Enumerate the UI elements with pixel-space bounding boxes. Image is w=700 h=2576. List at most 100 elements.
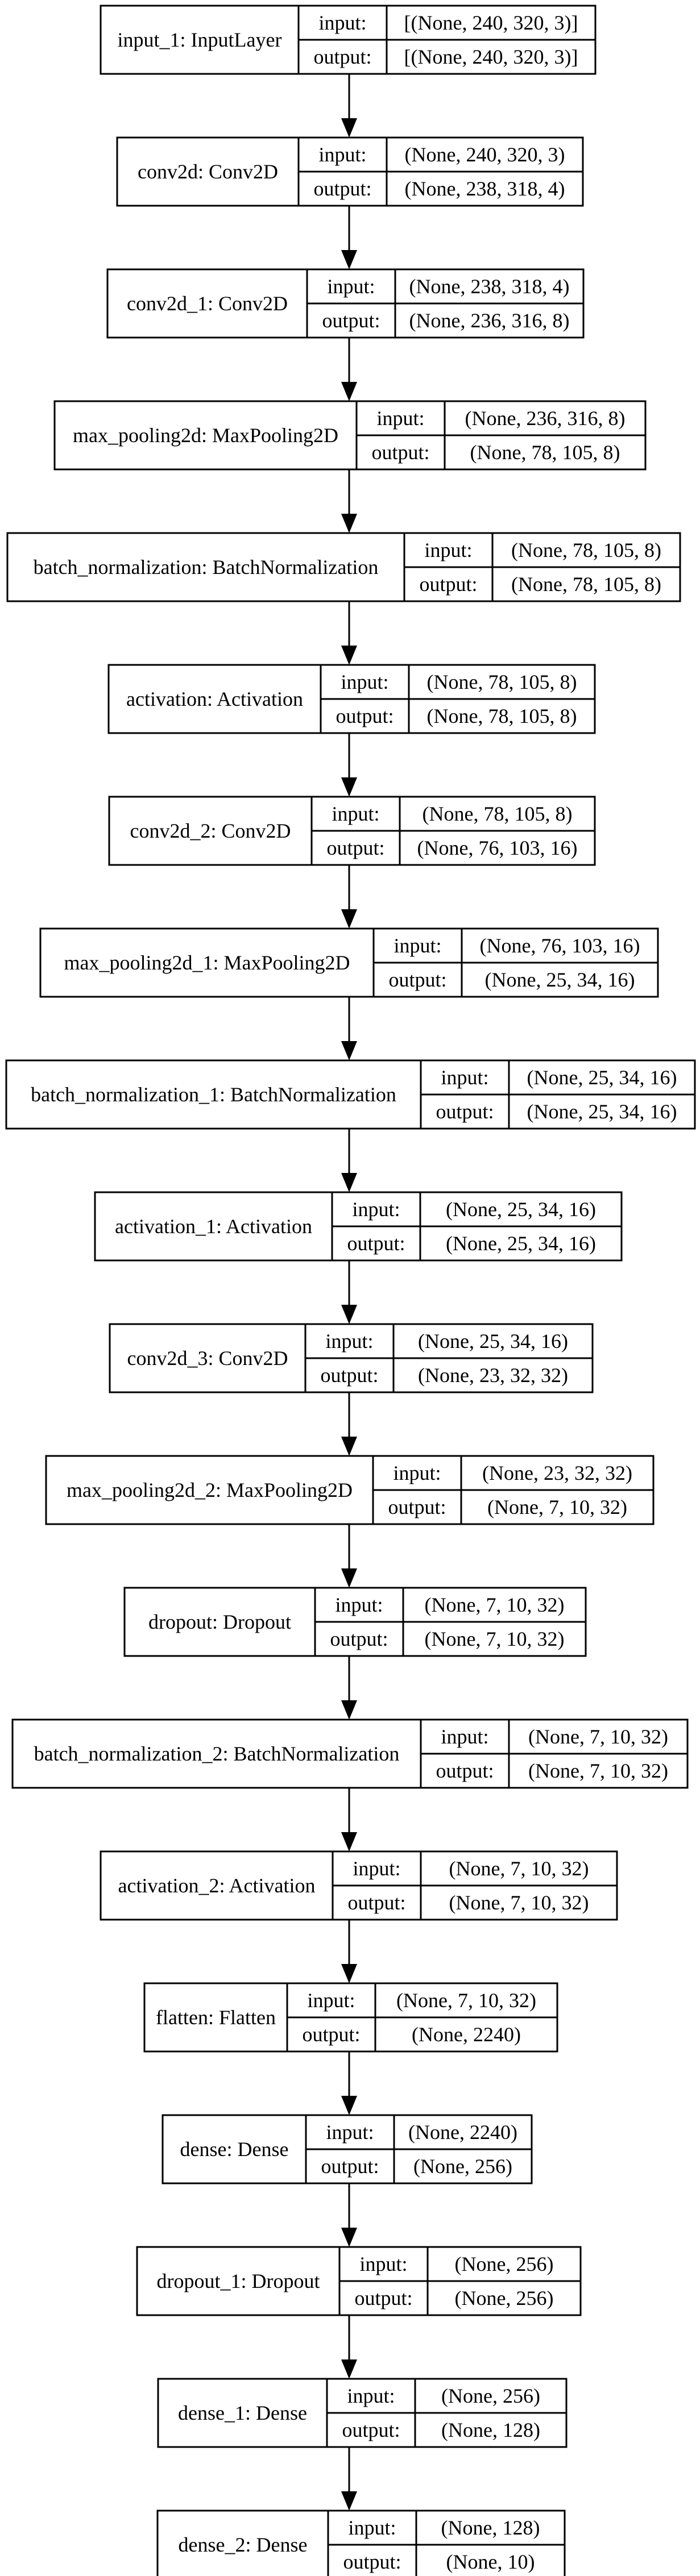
layer-node-batch-normalization: batch_normalization: BatchNormalization i… [6, 532, 681, 602]
arrowhead-icon [341, 382, 357, 401]
layer-label: batch_normalization_1: BatchNormalizatio… [31, 1083, 396, 1106]
layer-node-conv2d-2: conv2d_2: Conv2D input: output: (None, 78, … [108, 796, 596, 866]
output-shape: (None, 7, 10, 32) [449, 1891, 589, 1914]
layer-node-batch-normalization-2: batch_normalization_2: BatchNormalizatio… [11, 1718, 689, 1789]
arrowhead-icon [341, 1700, 357, 1720]
input-port-label: input: [359, 2253, 407, 2275]
input-shape: (None, 256) [441, 2384, 540, 2407]
layer-label: conv2d_2: Conv2D [130, 819, 291, 842]
output-shape: (None, 10) [446, 2550, 535, 2573]
output-shape: (None, 7, 10, 32) [425, 1628, 565, 1650]
input-port-label: input: [332, 802, 379, 825]
input-shape: (None, 25, 34, 16) [418, 1330, 568, 1352]
input-port-label: input: [441, 1066, 488, 1089]
arrowhead-icon [341, 1832, 357, 1851]
input-port-label: input: [307, 1989, 355, 2012]
output-port-label: output: [347, 1891, 405, 1914]
layer-label: activation: Activation [126, 688, 303, 710]
arrowhead-icon [341, 514, 357, 533]
output-port-label: output: [320, 1364, 378, 1387]
arrowhead-icon [341, 777, 357, 797]
layer-label: activation_2: Activation [118, 1874, 316, 1897]
output-shape: [(None, 240, 320, 3)] [404, 45, 578, 68]
layer-node-activation-2: activation_2: Activationinput:output:(No… [100, 1850, 618, 1921]
output-port-label: output: [388, 1496, 446, 1518]
layer-label: activation_1: Activation [115, 1215, 312, 1238]
input-port-label: input: [348, 2516, 396, 2539]
output-port-label: output: [436, 1759, 494, 1782]
input-port-label: input: [318, 11, 366, 34]
output-port-label: output: [388, 968, 446, 991]
arrowhead-icon [341, 2096, 357, 2115]
input-shape: (None, 25, 34, 16) [446, 1198, 596, 1221]
input-port-label: input: [318, 143, 366, 166]
input-port-label: input: [347, 2384, 395, 2407]
input-shape: (None, 76, 103, 16) [480, 934, 640, 957]
input-shape: (None, 78, 105, 8) [423, 802, 573, 825]
output-port-label: output: [335, 705, 394, 727]
output-shape: (None, 236, 316, 8) [409, 309, 570, 332]
arrowhead-icon [341, 1173, 357, 1192]
input-shape: (None, 2240) [408, 2121, 517, 2144]
input-shape: (None, 25, 34, 16) [527, 1066, 677, 1089]
input-port-label: input: [393, 1462, 441, 1484]
output-shape: (None, 7, 10, 32) [487, 1496, 627, 1518]
input-shape: (None, 7, 10, 32) [528, 1725, 668, 1748]
input-shape: (None, 128) [441, 2516, 540, 2539]
input-shape: [(None, 240, 320, 3)] [404, 11, 578, 34]
output-port-label: output: [313, 45, 371, 68]
output-port-label: output: [326, 837, 384, 859]
input-port-label: input: [327, 275, 375, 298]
layer-label: dropout: Dropout [148, 1610, 291, 1633]
layer-node-activation: activation: Activation input: output: (None… [107, 664, 596, 734]
input-port-label: input: [441, 1725, 488, 1748]
layer-label: dense_2: Dense [179, 2533, 308, 2556]
output-shape: (None, 78, 105, 8) [427, 705, 577, 727]
input-port-label: input: [352, 1198, 400, 1221]
output-port-label: output: [330, 1628, 388, 1650]
layer-label: max_pooling2d_2: MaxPooling2D [67, 1479, 353, 1501]
input-shape: (None, 7, 10, 32) [449, 1857, 589, 1880]
arrowhead-icon [341, 1568, 357, 1588]
layer-node-dense: dense: Dense input: output: (None, 2240) (No… [161, 2114, 533, 2184]
input-shape: (None, 238, 318, 4) [409, 275, 570, 298]
arrowhead-icon [341, 1041, 357, 1060]
layer-node-batch-normalization-1: batch_normalization_1: BatchNormalizatio… [5, 1059, 696, 1130]
output-port-label: output: [343, 2550, 401, 2573]
input-shape: (None, 78, 105, 8) [511, 539, 661, 561]
layer-label: dense: Dense [180, 2138, 289, 2161]
layer-node-max-pooling2d-1: max_pooling2d_1: MaxPooling2Dinput:outpu… [39, 927, 659, 998]
layer-node-conv2d-3: conv2d_3: Conv2D input: output: (None, 25, … [109, 1323, 594, 1393]
input-port-label: input: [424, 539, 472, 561]
arrowhead-icon [341, 118, 357, 138]
layer-node-max-pooling2d-2: max_pooling2d_2: MaxPooling2D input: outpu… [45, 1455, 655, 1525]
layer-label: conv2d_3: Conv2D [127, 1347, 288, 1370]
output-port-label: output: [322, 309, 380, 332]
layer-label: batch_normalization: BatchNormalization [34, 556, 379, 579]
output-shape: (None, 128) [441, 2419, 540, 2441]
input-port-label: input: [326, 2121, 374, 2144]
layer-label: flatten: Flatten [156, 2006, 276, 2029]
input-port-label: input: [325, 1330, 373, 1352]
layer-label: input_1: InputLayer [118, 28, 282, 51]
input-shape: (None, 256) [455, 2253, 554, 2275]
input-shape: (None, 78, 105, 8) [427, 671, 577, 693]
input-shape: (None, 240, 320, 3) [405, 143, 565, 166]
arrowhead-icon [341, 2491, 357, 2511]
input-port-label: input: [376, 407, 424, 430]
output-shape: (None, 256) [455, 2287, 554, 2309]
input-shape: (None, 7, 10, 32) [425, 1593, 565, 1616]
output-port-label: output: [321, 2155, 379, 2178]
output-shape: (None, 23, 32, 32) [418, 1364, 568, 1387]
output-port-label: output: [419, 573, 477, 596]
input-port-label: input: [341, 671, 388, 693]
layer-node-activation-1: activation_1: Activationinput:output:(No… [94, 1191, 623, 1262]
input-shape: (None, 236, 316, 8) [465, 407, 626, 430]
output-port-label: output: [354, 2287, 412, 2309]
output-shape: (None, 256) [413, 2155, 512, 2178]
